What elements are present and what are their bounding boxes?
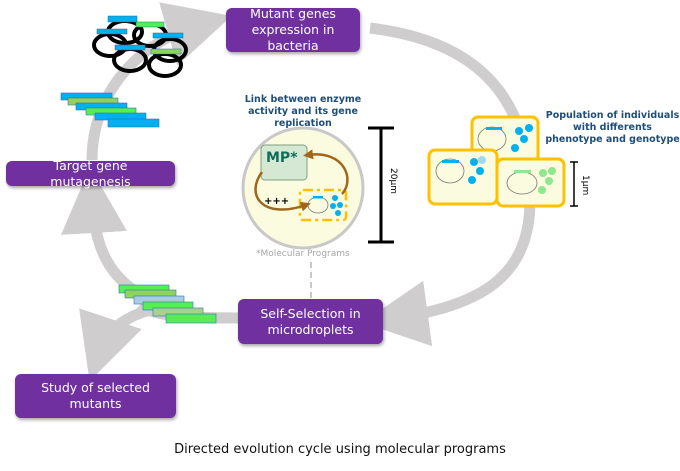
cell-population <box>427 115 566 208</box>
scale-label-cell: 1µm <box>580 175 590 196</box>
feedback-arrow-bottom <box>254 171 311 212</box>
mp-box <box>260 144 308 181</box>
gene-stack-mutants <box>60 92 160 128</box>
footnote: *Molecular Programs <box>256 249 350 259</box>
figure-caption: Directed evolution cycle using molecular… <box>174 442 506 457</box>
study-arrow <box>79 304 152 382</box>
plus-label: +++ <box>264 196 290 207</box>
mp-label: MP* <box>266 150 298 166</box>
scale-label-droplet: 20µm <box>388 168 398 194</box>
feedback-arrow-top <box>303 149 349 195</box>
step-selection: Self-Selection in microdroplets <box>238 299 383 344</box>
scale-bar-droplet <box>368 126 394 244</box>
step-mutagenesis: Target gene mutagenesis <box>6 158 175 189</box>
plasmid-genes <box>96 15 184 55</box>
scale-bar-cell <box>570 161 578 207</box>
gene-stack-selected <box>118 284 217 324</box>
population-label: Population of individuals with different… <box>545 110 680 145</box>
link-label: Link between enzyme activity and its gen… <box>244 94 362 129</box>
step-study: Study of selected mutants <box>15 374 176 418</box>
step-expression: Mutant genes expression in bacteria <box>226 6 360 53</box>
